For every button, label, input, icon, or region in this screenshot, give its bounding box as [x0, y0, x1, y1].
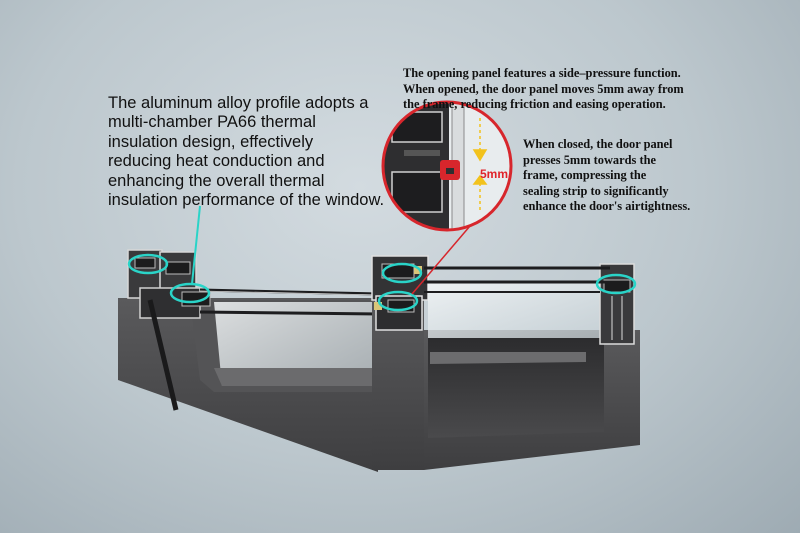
caption-line: When opened, the door panel moves 5mm aw…	[403, 81, 684, 96]
caption-line: the frame, reducing friction and easing …	[403, 97, 666, 112]
caption-line: reducing heat conduction and	[108, 152, 325, 171]
caption-line: enhance the door's airtightness.	[523, 199, 691, 214]
caption-line: enhancing the overall thermal	[108, 171, 325, 190]
caption-line: insulation design, effectively	[108, 132, 314, 151]
airtightness-caption: When closed, the door panel presses 5mm …	[523, 137, 793, 215]
thermal-leader-line	[191, 205, 201, 285]
caption-line: multi-chamber PA66 thermal	[108, 113, 316, 132]
left-frame-section	[118, 249, 378, 472]
caption-line: When closed, the door panel	[523, 137, 673, 151]
caption-line: The opening panel features a side–pressu…	[403, 66, 681, 80]
right-frame-section	[424, 263, 640, 470]
dimension-label-5mm: 5mm	[480, 167, 508, 181]
caption-line: The aluminum alloy profile adopts a	[108, 94, 369, 112]
dimension-arrows	[472, 118, 488, 210]
side-pressure-caption: The opening panel features a side–pressu…	[403, 66, 793, 113]
caption-line: presses 5mm towards the	[523, 152, 656, 167]
center-mullion	[371, 255, 429, 470]
thermal-break-highlight-ring	[127, 253, 637, 312]
caption-line: frame, compressing the	[523, 168, 647, 183]
magnifier-callout-circle	[381, 100, 513, 295]
caption-line: sealing strip to significantly	[523, 183, 669, 198]
glass-rails-left	[199, 288, 381, 316]
thermal-insulation-caption: The aluminum alloy profile adopts a mult…	[108, 94, 398, 210]
caption-line: insulation performance of the window.	[108, 191, 385, 210]
glass-rails-right	[424, 266, 610, 293]
